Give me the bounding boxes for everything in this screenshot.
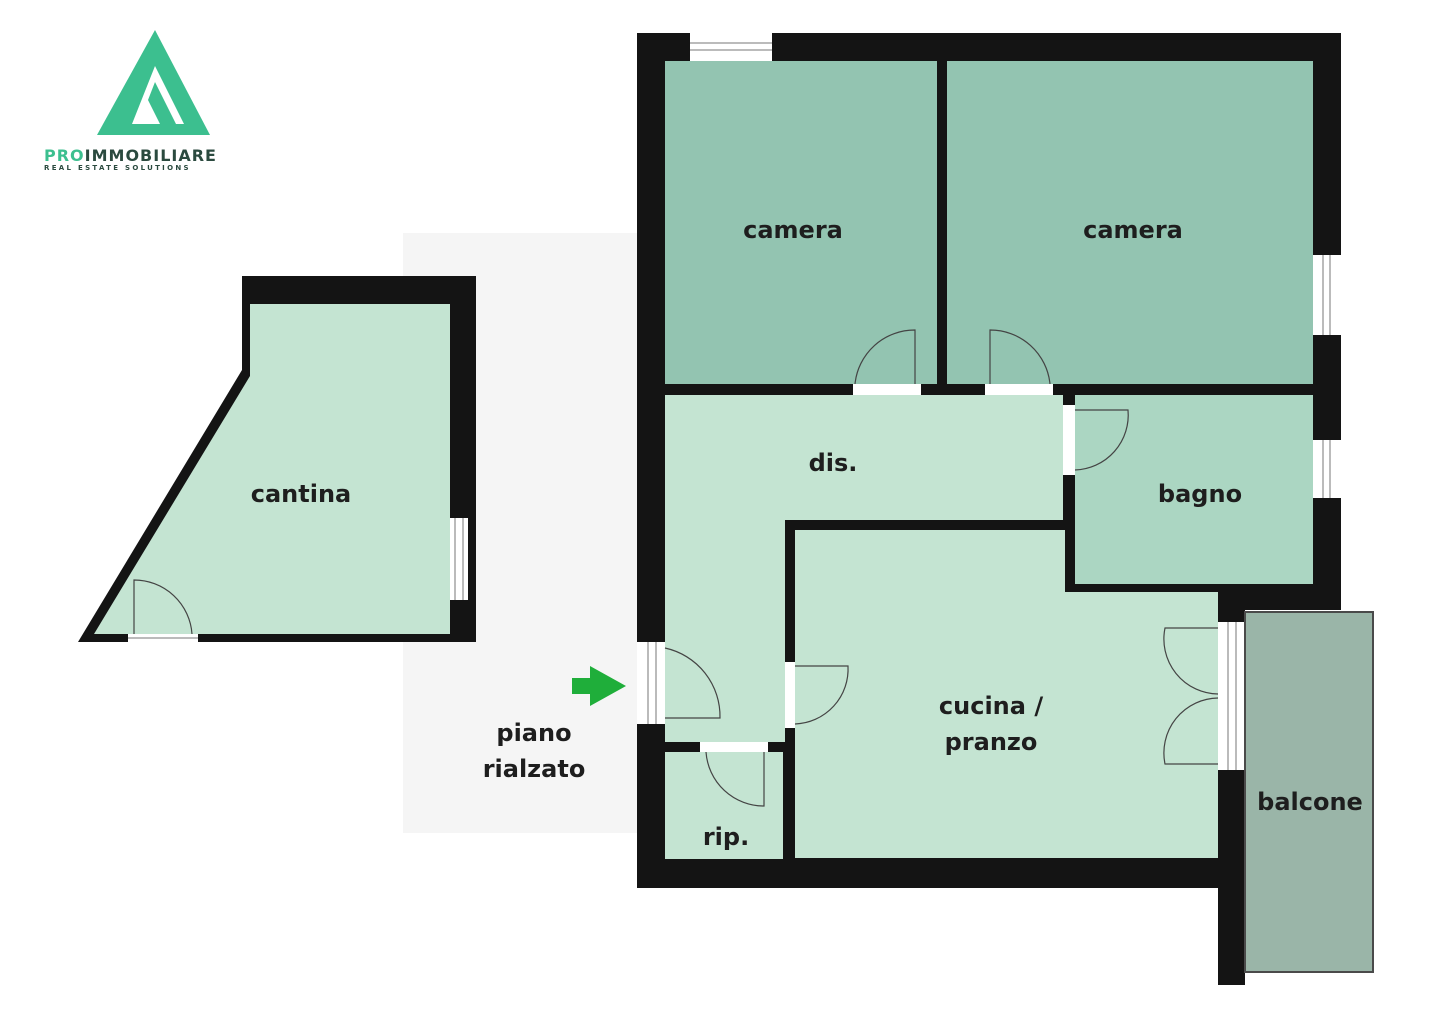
label-bagno: bagno bbox=[1157, 480, 1243, 508]
brand-tagline: REAL ESTATE SOLUTIONS bbox=[44, 164, 191, 172]
label-cucina-line1: cucina / bbox=[938, 692, 1044, 720]
camera-left-room bbox=[665, 61, 937, 384]
label-disimpegno: dis. bbox=[808, 449, 858, 477]
label-cantina: cantina bbox=[250, 480, 352, 508]
brand-name: PROIMMOBILIARE bbox=[44, 146, 217, 165]
brand-name-part1: PRO bbox=[44, 146, 85, 165]
label-camera-left: camera bbox=[743, 216, 843, 244]
bagno-room bbox=[1075, 395, 1313, 584]
label-cucina-pranzo: cucina / pranzo bbox=[939, 688, 1043, 760]
balcone-room bbox=[1218, 611, 1374, 985]
cantina-room bbox=[78, 276, 476, 642]
label-entrance-line2: rialzato bbox=[482, 755, 586, 783]
stylized-triangle-logo-icon bbox=[97, 30, 210, 135]
brand-name-part2: IMMOBILIARE bbox=[84, 146, 217, 165]
label-cucina-line2: pranzo bbox=[944, 728, 1038, 756]
arrow-right-icon bbox=[572, 666, 626, 706]
doors bbox=[637, 33, 1341, 807]
disimpegno-room bbox=[665, 395, 1063, 742]
label-balcone: balcone bbox=[1257, 788, 1363, 816]
label-ripostiglio: rip. bbox=[702, 823, 750, 851]
camera-right-room bbox=[947, 61, 1313, 384]
label-entrance-line1: piano bbox=[496, 719, 572, 747]
label-entrance: piano rialzato bbox=[483, 715, 586, 787]
rooms bbox=[665, 61, 1313, 859]
cucina-room bbox=[795, 530, 1218, 858]
label-camera-right: camera bbox=[1083, 216, 1183, 244]
